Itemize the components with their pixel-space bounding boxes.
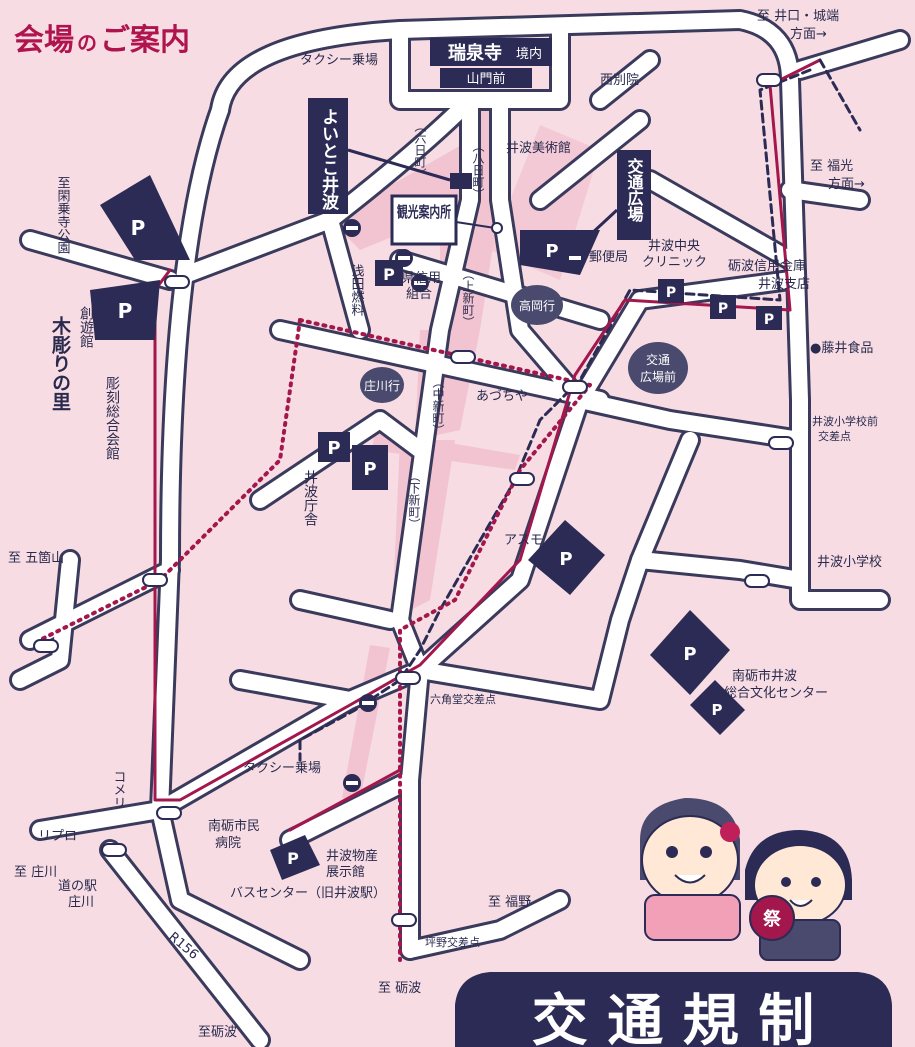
svg-text:交差点: 交差点 — [818, 429, 851, 443]
svg-text:井波美術館: 井波美術館 — [506, 141, 571, 156]
svg-text:至 福野: 至 福野 — [488, 895, 531, 910]
svg-text:砺波信用金庫: 砺波信用金庫 — [728, 258, 806, 274]
bus-stops: 高岡行 庄川行 交通 広場前 — [360, 285, 688, 403]
svg-text:庄川行: 庄川行 — [364, 378, 400, 393]
svg-text:（中新町）: （中新町） — [431, 376, 445, 436]
svg-text:方面→: 方面→ — [828, 176, 865, 192]
svg-text:病院: 病院 — [215, 836, 241, 851]
svg-text:創遊館: 創遊館 — [78, 306, 94, 348]
svg-text:道の駅: 道の駅 — [58, 879, 97, 894]
svg-text:至 庄川: 至 庄川 — [14, 864, 57, 880]
svg-text:井波支店: 井波支店 — [758, 277, 810, 292]
svg-text:至 福光: 至 福光 — [810, 159, 853, 174]
svg-text:アスモ: アスモ — [504, 533, 543, 548]
svg-text:の: の — [77, 31, 97, 55]
svg-text:庄川: 庄川 — [68, 894, 94, 910]
svg-text:組合: 組合 — [406, 287, 432, 302]
svg-text:P: P — [327, 438, 340, 459]
svg-text:P: P — [559, 549, 572, 570]
svg-text:高岡行: 高岡行 — [519, 298, 555, 313]
svg-text:会場: 会場 — [14, 23, 74, 58]
svg-text:（上新町）: （上新町） — [461, 268, 475, 328]
page-title: 会場 の ご案内 — [14, 23, 190, 58]
parking-bunka-2: P — [690, 680, 745, 735]
svg-text:クリニック: クリニック — [642, 255, 707, 270]
svg-text:井波小学校: 井波小学校 — [817, 554, 882, 570]
traffic-control-banner: 交 通 規 制 — [455, 972, 892, 1047]
svg-text:あづちや: あづちや — [476, 389, 528, 404]
svg-text:至 井口・城端: 至 井口・城端 — [757, 9, 839, 24]
parking-bus-center: P — [270, 835, 320, 880]
parking-hiroba: P — [520, 230, 600, 275]
svg-text:祭: 祭 — [762, 908, 782, 930]
svg-text:井波小学校前: 井波小学校前 — [812, 414, 878, 428]
svg-text:P: P — [118, 299, 133, 323]
svg-text:井波物産: 井波物産 — [326, 848, 378, 864]
parking-bank: P P P — [658, 279, 782, 330]
svg-text:タクシー乗場: タクシー乗場 — [300, 53, 378, 68]
zuisenji-label: 瑞泉寺 — [448, 42, 502, 64]
svg-text:総合文化センター: 総合文化センター — [724, 686, 828, 701]
parking-chosha: P P — [318, 432, 388, 490]
svg-text:P: P — [666, 285, 676, 301]
svg-text:浅田燃料: 浅田燃料 — [349, 264, 365, 316]
place-labels: タクシー乗場 西別院 井波美術館 郵便局 井波中央 クリニック 砺波信用金庫 井… — [8, 9, 882, 1040]
svg-text:ご案内: ご案内 — [100, 23, 190, 58]
traffic-signals — [33, 73, 794, 927]
svg-text:至閑乗寺公園: 至閑乗寺公園 — [55, 176, 71, 254]
svg-text:郵便局: 郵便局 — [589, 250, 628, 265]
parking-lots: P P P P P P P P P P — [90, 175, 782, 880]
mascot-characters: 祭 — [640, 798, 852, 961]
svg-text:山門前: 山門前 — [466, 71, 505, 87]
svg-text:井波庁舎: 井波庁舎 — [302, 470, 318, 526]
no-entry-signs — [343, 219, 584, 792]
landmark-boxes: 瑞泉寺 境内 山門前 よいとこ井波 観光案内所 交通広場 — [308, 38, 651, 246]
svg-text:井波中央: 井波中央 — [648, 239, 700, 254]
svg-text:至砺波: 至砺波 — [198, 1025, 237, 1040]
svg-text:木彫りの里: 木彫りの里 — [49, 315, 72, 411]
parking-bunka-1: P — [650, 610, 730, 695]
svg-text:西別院: 西別院 — [600, 73, 639, 88]
svg-text:リプロ: リプロ — [38, 829, 77, 844]
yoitoko-label: よいとこ井波 — [318, 108, 339, 211]
svg-text:P: P — [383, 265, 395, 284]
svg-text:（下新町）: （下新町） — [407, 470, 421, 530]
svg-text:交通: 交通 — [646, 352, 670, 367]
svg-text:P: P — [363, 459, 376, 480]
svg-text:コメリ: コメリ — [111, 770, 126, 809]
svg-text:タクシー乗場: タクシー乗場 — [243, 761, 321, 776]
svg-text:P: P — [764, 312, 774, 328]
koutsu-hiroba-label: 交通広場 — [625, 157, 644, 223]
kanko-label: 観光案内所 — [397, 203, 451, 221]
svg-text:P: P — [718, 301, 728, 317]
banner-text: 交 通 規 制 — [532, 989, 815, 1047]
road-network — [9, 9, 911, 1047]
svg-text:境内: 境内 — [516, 46, 542, 62]
parking-west-2: P — [90, 280, 160, 340]
svg-text:P: P — [683, 644, 696, 665]
svg-text:広場前: 広場前 — [640, 369, 676, 384]
svg-text:至 五箇山: 至 五箇山 — [8, 550, 64, 566]
svg-text:南砺市井波: 南砺市井波 — [732, 668, 797, 684]
svg-text:展示館: 展示館 — [326, 865, 365, 880]
parking-asumo: P — [528, 520, 605, 595]
svg-text:●藤井食品: ●藤井食品 — [810, 340, 873, 356]
svg-text:六角堂交差点: 六角堂交差点 — [430, 692, 496, 706]
svg-text:坪野交差点: 坪野交差点 — [425, 935, 480, 949]
svg-text:バスセンター（旧井波駅）: バスセンター（旧井波駅） — [230, 886, 386, 901]
svg-text:P: P — [712, 701, 723, 719]
parking-west-1: P — [100, 175, 190, 260]
svg-text:（六日町）: （六日町） — [413, 120, 427, 180]
svg-text:P: P — [545, 241, 558, 262]
svg-text:県信用: 県信用 — [402, 271, 441, 286]
svg-text:方面→: 方面→ — [790, 26, 827, 42]
svg-text:（八日町）: （八日町） — [471, 140, 485, 200]
svg-text:P: P — [131, 216, 146, 240]
svg-text:南砺市民: 南砺市民 — [208, 818, 260, 834]
svg-text:至 砺波: 至 砺波 — [378, 981, 421, 996]
svg-text:P: P — [287, 849, 299, 868]
svg-text:彫刻総合会館: 彫刻総合会館 — [104, 376, 120, 460]
